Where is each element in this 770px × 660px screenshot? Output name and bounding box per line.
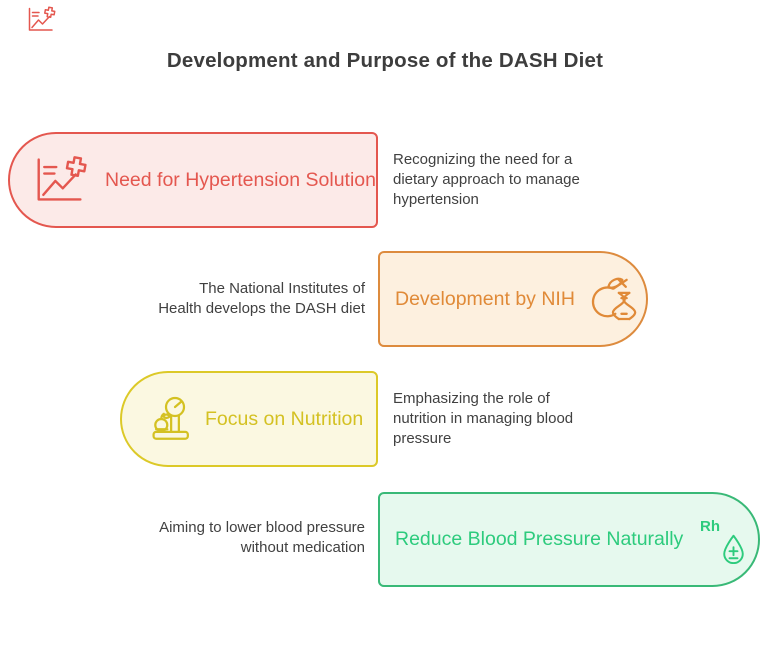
stage-note: Aiming to lower blood pressure without m… <box>60 518 365 558</box>
note-line: pressure <box>393 430 452 447</box>
line-chart-with-cross-icon <box>32 155 88 205</box>
stage-box-nih: Development by NIH <box>378 251 648 347</box>
stage-box-hypertension: Need for Hypertension Solution <box>8 132 378 228</box>
stage-label: Reduce Blood Pressure Naturally <box>395 528 684 550</box>
rh-label: Rh <box>700 517 720 535</box>
line-chart-with-cross-icon <box>26 6 56 33</box>
stage-note: Recognizing the need for a dietary appro… <box>393 150 580 210</box>
stage-note: Emphasizing the role of nutrition in man… <box>393 389 573 449</box>
note-line: Health develops the DASH diet <box>158 300 365 317</box>
note-line: hypertension <box>393 191 479 208</box>
food-scale-icon <box>144 395 194 443</box>
stage-label: Focus on Nutrition <box>205 407 364 430</box>
stage-box-nutrition: Focus on Nutrition <box>120 371 378 467</box>
apple-dna-icon <box>584 275 638 323</box>
stage-note: The National Institutes of Health develo… <box>60 279 365 319</box>
stage-label: Need for Hypertension Solution <box>105 168 376 191</box>
note-line: Emphasizing the role of <box>393 390 550 407</box>
rh-blood-drop-icon: Rh <box>700 516 746 564</box>
blood-drop-icon <box>721 534 746 564</box>
note-line: Recognizing the need for a <box>393 151 573 168</box>
note-line: dietary approach to manage <box>393 171 580 188</box>
note-line: without medication <box>240 539 365 556</box>
note-line: Aiming to lower blood pressure <box>159 519 365 536</box>
stage-label: Development by NIH <box>395 287 575 310</box>
note-line: nutrition in managing blood <box>393 410 574 427</box>
note-line: The National Institutes of <box>199 280 365 297</box>
stage-box-blood-pressure: Reduce Blood Pressure Naturally Rh <box>378 492 760 587</box>
page-title: Development and Purpose of the DASH Diet <box>166 49 604 72</box>
